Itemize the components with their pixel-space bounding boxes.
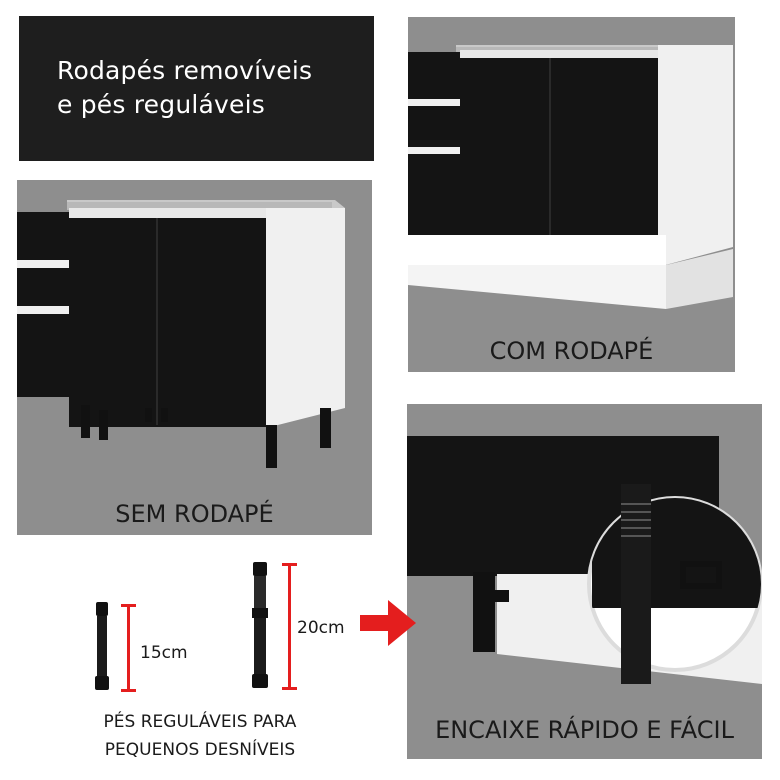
com-rodape-caption: COM RODAPÉ [489,337,654,365]
cabinet-with-plinth-illustration [408,45,733,309]
foot-20cm-icon [252,562,268,688]
feet-caption-line-1: PÉS REGULÁVEIS PARA [103,712,297,732]
foot-15cm-icon [95,602,109,690]
title-line-2: e pés reguláveis [57,90,265,119]
label-15cm: 15cm [140,643,188,663]
quick-fit-illustration [407,436,762,684]
marker-20cm [288,563,291,690]
marker-20cm-bottom [282,687,297,690]
cabinet-without-plinth-illustration [17,200,345,468]
marker-15cm-bottom [121,689,136,692]
encaixe-panel: ENCAIXE RÁPIDO E FÁCIL [407,404,762,759]
title-box: Rodapés removíveis e pés reguláveis [19,16,374,161]
title-line-1: Rodapés removíveis [57,56,313,85]
feet-caption-line-2: PEQUENOS DESNÍVEIS [104,740,296,760]
arrow-right-icon [360,600,416,646]
sem-rodape-panel: SEM RODAPÉ [17,180,372,535]
encaixe-caption: ENCAIXE RÁPIDO E FÁCIL [435,716,734,744]
marker-15cm-top [121,604,136,607]
label-20cm: 20cm [297,618,345,638]
marker-20cm-top [282,563,297,566]
marker-15cm [127,604,130,692]
com-rodape-panel: COM RODAPÉ [408,17,735,372]
sem-rodape-caption: SEM RODAPÉ [115,500,274,528]
